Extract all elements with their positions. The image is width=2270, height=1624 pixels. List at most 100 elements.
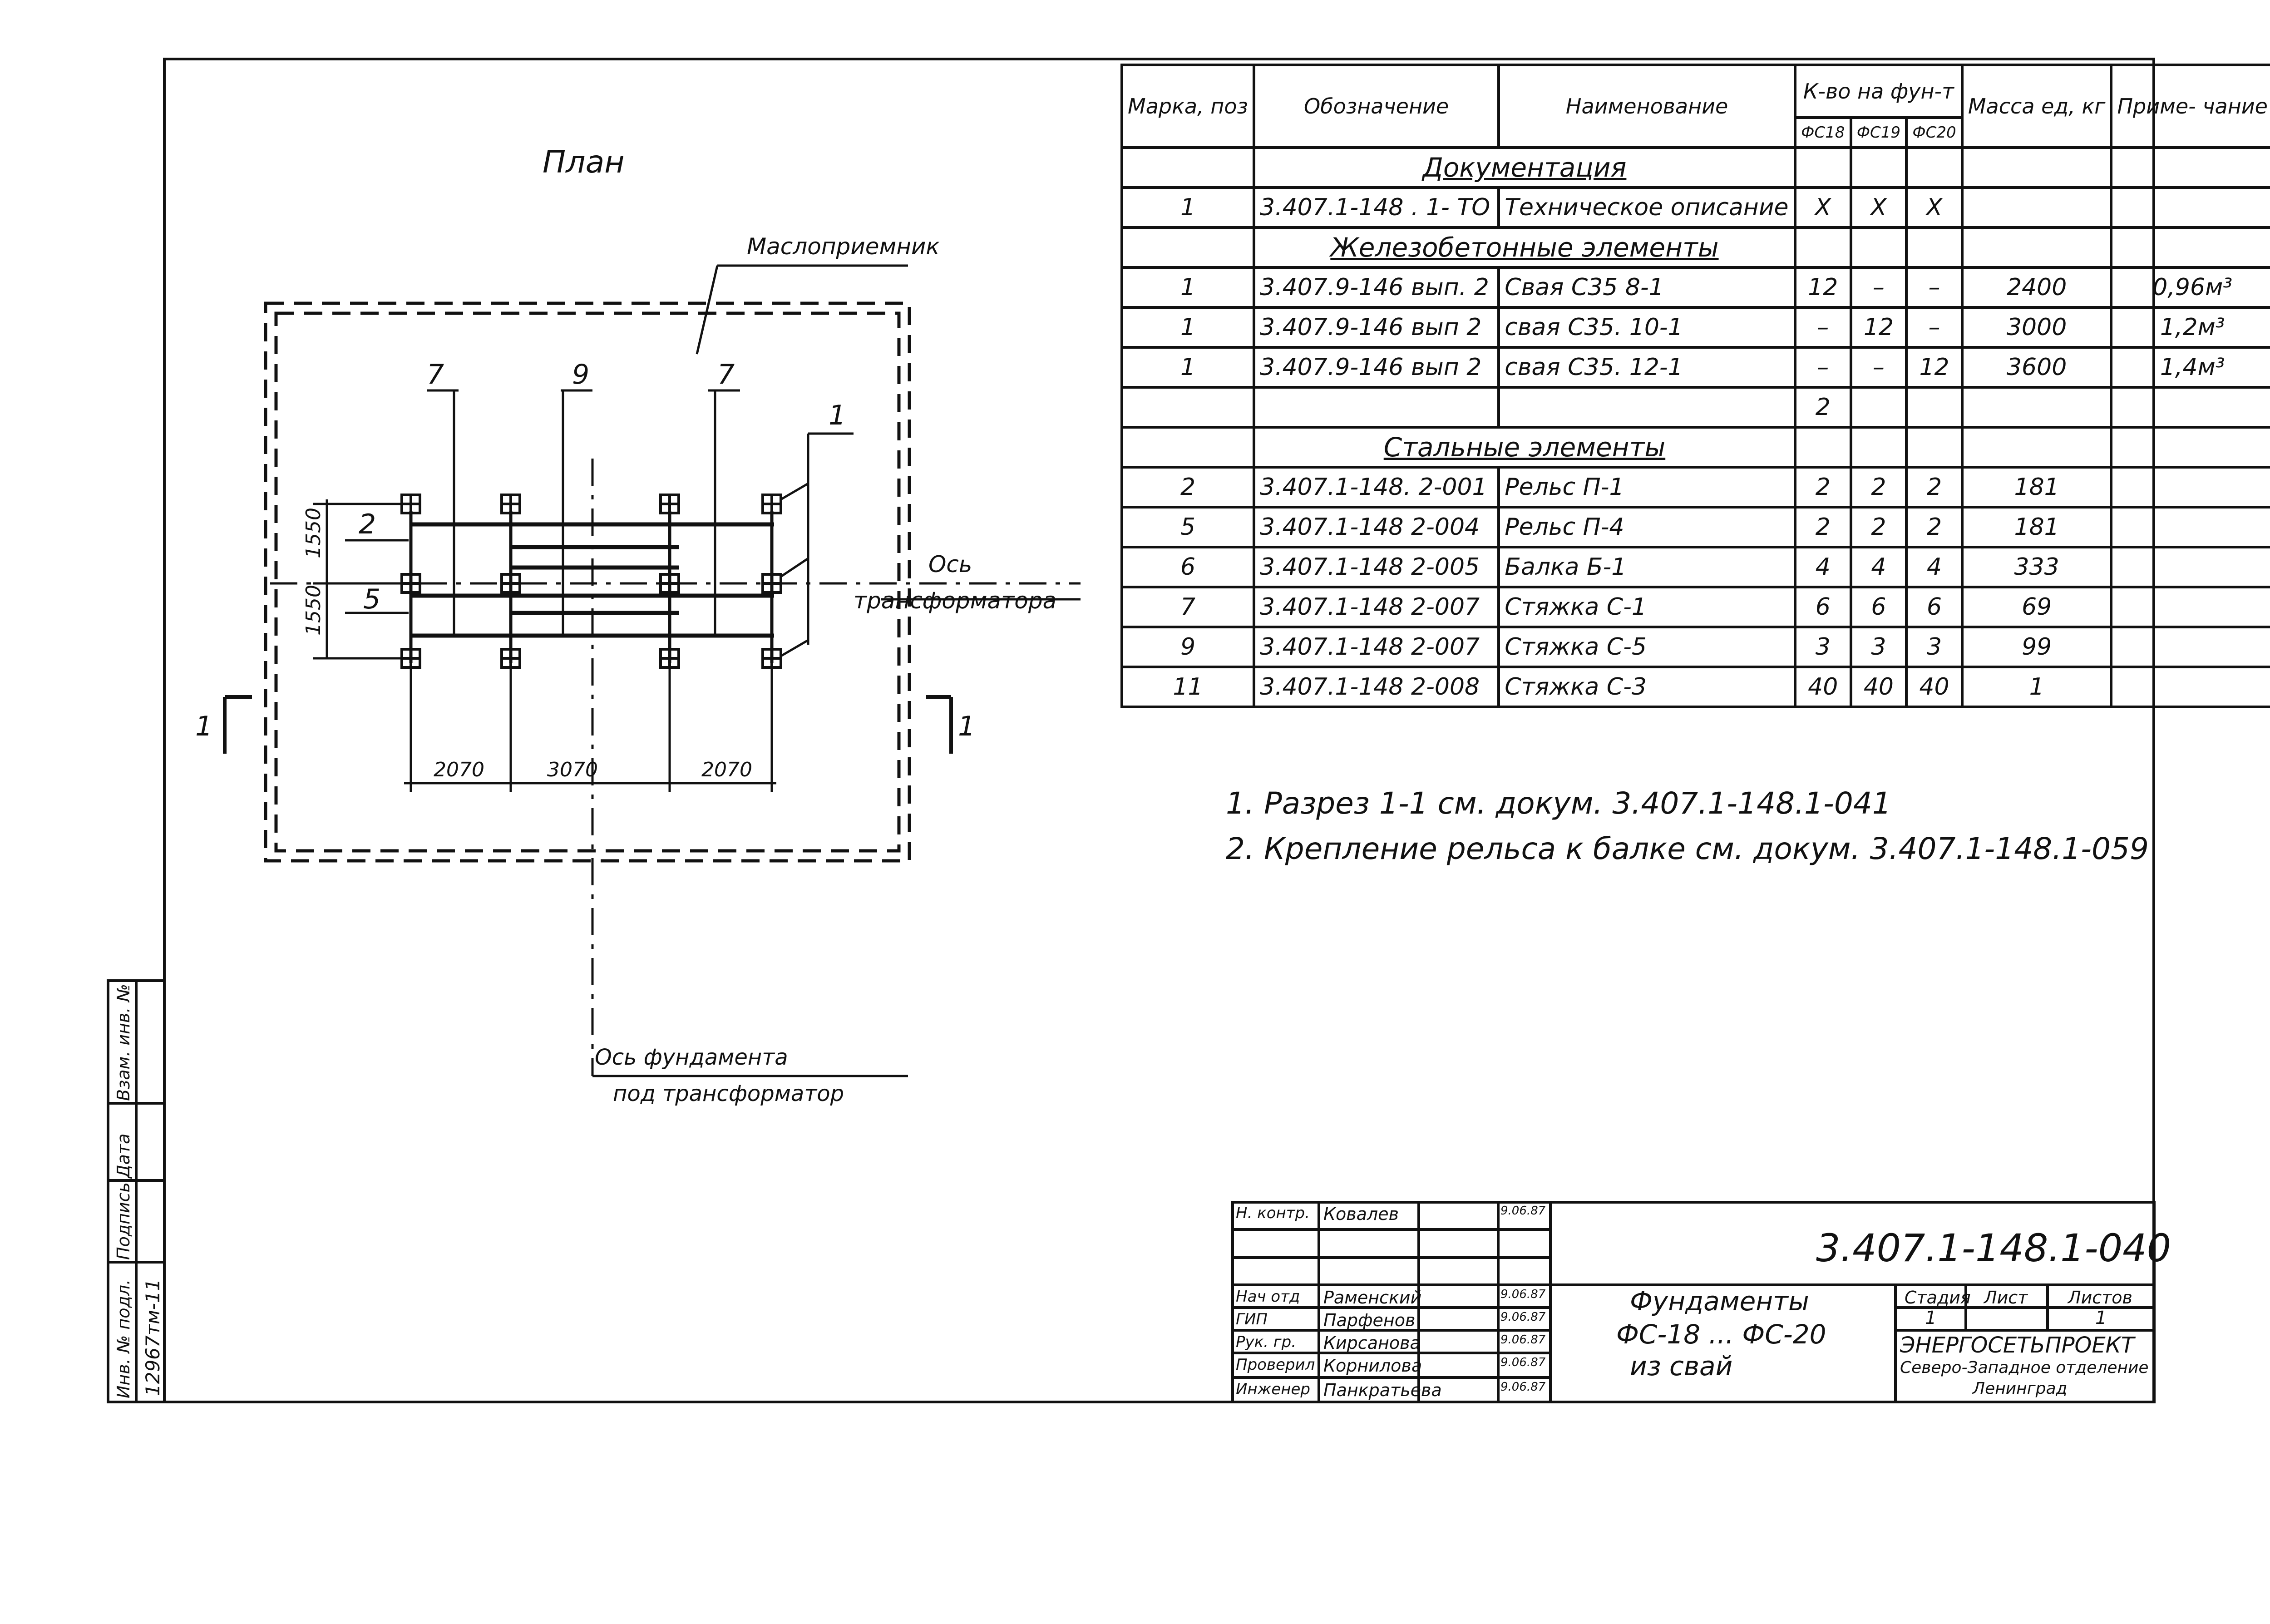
cell-mass: 181	[1960, 506, 2113, 548]
cell-mass: 99	[1960, 626, 2113, 668]
section-mark-left: 1	[195, 711, 212, 742]
cell-note	[2110, 386, 2270, 429]
header-designation: Обозначение	[1252, 64, 1500, 149]
role-name: Раменский	[1323, 1288, 1422, 1308]
cell-mass: 3600	[1960, 346, 2113, 389]
cell-q20: 12	[1905, 346, 1964, 389]
cell-note	[2110, 466, 2270, 508]
cell-mark: 2	[1120, 466, 1255, 508]
org-name: ЭНЕРГОСЕТЬПРОЕКТ	[1900, 1333, 2135, 1358]
cell-mark: 1	[1120, 186, 1255, 229]
cell-mark: 7	[1120, 586, 1255, 628]
callout-5: 5	[363, 583, 380, 615]
notes: 1. Разрез 1-1 см. докум. 3.407.1-148.1-0…	[1226, 781, 2149, 872]
role-name: Корнилова	[1323, 1356, 1422, 1376]
oil-receiver-label: Маслоприемник	[747, 233, 940, 260]
cell-designation: 3.407.9-146 вып 2	[1252, 306, 1500, 349]
cell-mass: 3000	[1960, 306, 2113, 349]
cell-q19: 40	[1849, 666, 1908, 708]
cell-designation: 3.407.1-148 2-005	[1252, 546, 1500, 588]
cell-name: Балка Б-1	[1497, 546, 1796, 588]
cell-q20: 2	[1905, 506, 1964, 548]
section-mark-cell	[1120, 146, 1255, 189]
section-mark-cell	[1120, 226, 1255, 269]
cell-mark	[1120, 386, 1255, 429]
role-role: Инженер	[1236, 1380, 1310, 1398]
cell-q18: 12	[1793, 266, 1852, 309]
cell-q18: 2	[1793, 466, 1852, 508]
callout-1: 1	[829, 400, 846, 431]
sheet-frame	[163, 58, 2155, 1403]
table-section-row: Железобетонные элементы	[1120, 226, 2270, 269]
section-empty-cell	[2110, 226, 2270, 269]
role-name: Кирсанова	[1323, 1333, 1421, 1353]
dim-horizontal-2: 3070	[547, 758, 598, 781]
cell-mass: 181	[1960, 466, 2113, 508]
role-role: ГИП	[1236, 1310, 1268, 1328]
role-date: 9.06.87	[1500, 1333, 1546, 1347]
cell-name: Техническое описание	[1497, 186, 1796, 229]
section-empty-cell	[2110, 426, 2270, 469]
section-empty-cell	[1960, 146, 2113, 189]
org-city: Ленинград	[1973, 1379, 2068, 1398]
table-section-row: Документация	[1120, 146, 2270, 189]
drawing-code: 3.407.1-148.1-040	[1816, 1226, 2171, 1270]
cell-note: 0,96м³	[2110, 266, 2270, 309]
side-inv-number: 12967тм-11	[142, 1278, 164, 1396]
cell-mark: 11	[1120, 666, 1255, 708]
title-line-3: из свай	[1630, 1351, 1733, 1382]
cell-name: Стяжка С-5	[1497, 626, 1796, 668]
role-role: Н. контр.	[1236, 1204, 1310, 1222]
title-line-1: Фундаменты	[1630, 1286, 1809, 1317]
table-section-row: Стальные элементы	[1120, 426, 2270, 469]
callout-7a: 7	[427, 359, 444, 390]
role-date: 9.06.87	[1500, 1204, 1546, 1218]
section-empty-cell	[1849, 426, 1908, 469]
cell-q19: –	[1849, 346, 1908, 389]
cell-note: 1,2м³	[2110, 306, 2270, 349]
transformer-axis-label-1: Ось	[928, 551, 972, 578]
header-name: Наименование	[1497, 64, 1796, 149]
foundation-axis-label-1: Ось фундамента	[595, 1045, 788, 1070]
dim-vertical-1: 1550	[302, 508, 325, 558]
cell-name: Стяжка С-1	[1497, 586, 1796, 628]
oil-receiver-outline-outer	[264, 301, 911, 863]
cell-note	[2110, 586, 2270, 628]
section-empty-cell	[1793, 226, 1852, 269]
cell-note	[2110, 546, 2270, 588]
table-row: 2	[1120, 386, 2270, 429]
cell-designation	[1252, 386, 1500, 429]
sheet-label: Лист	[1984, 1288, 2028, 1308]
title-block-frame	[1231, 1201, 2156, 1403]
cell-mark: 6	[1120, 546, 1255, 588]
cell-note	[2110, 506, 2270, 548]
sheets-label: Листов	[2068, 1288, 2132, 1308]
cell-q18: 40	[1793, 666, 1852, 708]
cell-name: Рельс П-1	[1497, 466, 1796, 508]
cell-name: свая С35. 10-1	[1497, 306, 1796, 349]
role-date: 9.06.87	[1500, 1380, 1546, 1394]
side-label-signature: Подпись	[114, 1182, 133, 1260]
cell-q19	[1849, 386, 1908, 429]
side-label-replace: Взам. инв. №	[114, 983, 133, 1101]
cell-designation: 3.407.9-146 вып 2	[1252, 346, 1500, 389]
org-department: Северо-Западное отделение	[1900, 1358, 2149, 1377]
dim-horizontal-1: 2070	[434, 758, 484, 781]
cell-mass	[1960, 386, 2113, 429]
cell-note	[2110, 666, 2270, 708]
title-line-2: ФС-18 ... ФС-20	[1616, 1319, 1826, 1350]
cell-designation: 3.407.1-148 2-004	[1252, 506, 1500, 548]
header-qty-ФС20: ФС20	[1905, 116, 1964, 149]
header-qty-ФС19: ФС19	[1849, 116, 1908, 149]
cell-q19: 2	[1849, 506, 1908, 548]
section-title: Документация	[1252, 146, 1796, 189]
header-mass: Масса ед, кг	[1960, 64, 2113, 149]
role-name: Панкратьева	[1323, 1380, 1442, 1400]
cell-q20: 6	[1905, 586, 1964, 628]
